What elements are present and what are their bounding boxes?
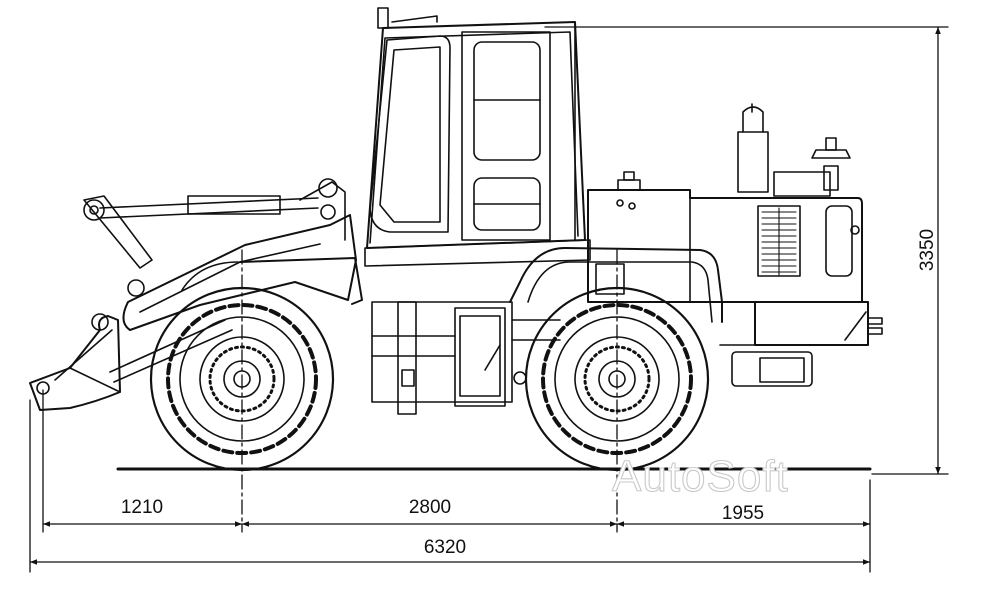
overall-height-label: 3350 [917,229,938,271]
dimension-lines [29,26,949,573]
overall-length-label: 6320 [424,537,466,558]
loader-arm [29,178,363,411]
watermark: AutoSoft [612,452,789,501]
front-overhang-label: 1210 [121,497,163,518]
rear-fender [509,247,723,323]
center-frame [371,301,561,415]
cab [364,7,591,267]
wheelbase-label: 2800 [409,497,451,518]
rear-overhang-label: 1955 [722,503,764,524]
engine-hood [587,103,883,387]
